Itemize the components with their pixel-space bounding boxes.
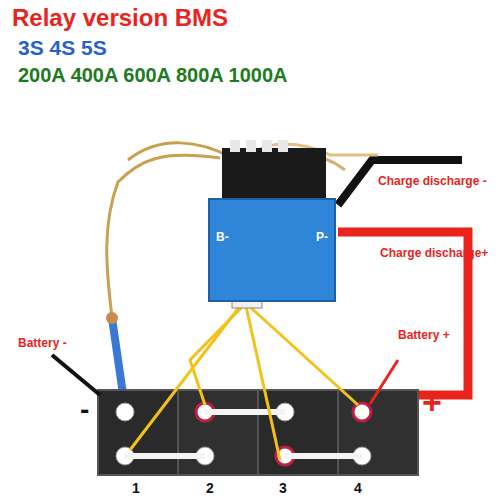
callout-number: 4 — [354, 480, 362, 496]
callout-number: 3 — [279, 480, 287, 496]
balance-wires — [130, 306, 358, 460]
cable-label: Charge discharge+ — [380, 246, 488, 260]
terminal-label: Battery + — [398, 328, 450, 342]
busbar — [285, 453, 362, 459]
terminal-marking: P- — [316, 230, 328, 244]
polarity-sign: + — [422, 383, 442, 422]
series-options: 3S 4S 5S — [18, 36, 107, 60]
terminal-label: Battery - — [18, 336, 67, 350]
terminal-marking: B- — [216, 230, 229, 244]
relay-wire — [107, 155, 220, 318]
leader-line — [370, 360, 398, 404]
current-options: 200A 400A 600A 800A 1000A — [18, 64, 287, 87]
polarity-sign: - — [80, 394, 89, 426]
title: Relay version BMS — [12, 4, 228, 32]
callout-number: 2 — [206, 480, 214, 496]
ring-terminal — [106, 312, 118, 324]
cable-label: Charge discharge - — [378, 174, 487, 188]
busbar — [205, 409, 285, 415]
relay — [222, 148, 326, 200]
bms-board: B- P- — [208, 198, 336, 302]
leader-line — [52, 355, 100, 395]
callout-number: 1 — [132, 480, 140, 496]
busbar — [125, 453, 205, 459]
relay-wire — [128, 143, 232, 160]
